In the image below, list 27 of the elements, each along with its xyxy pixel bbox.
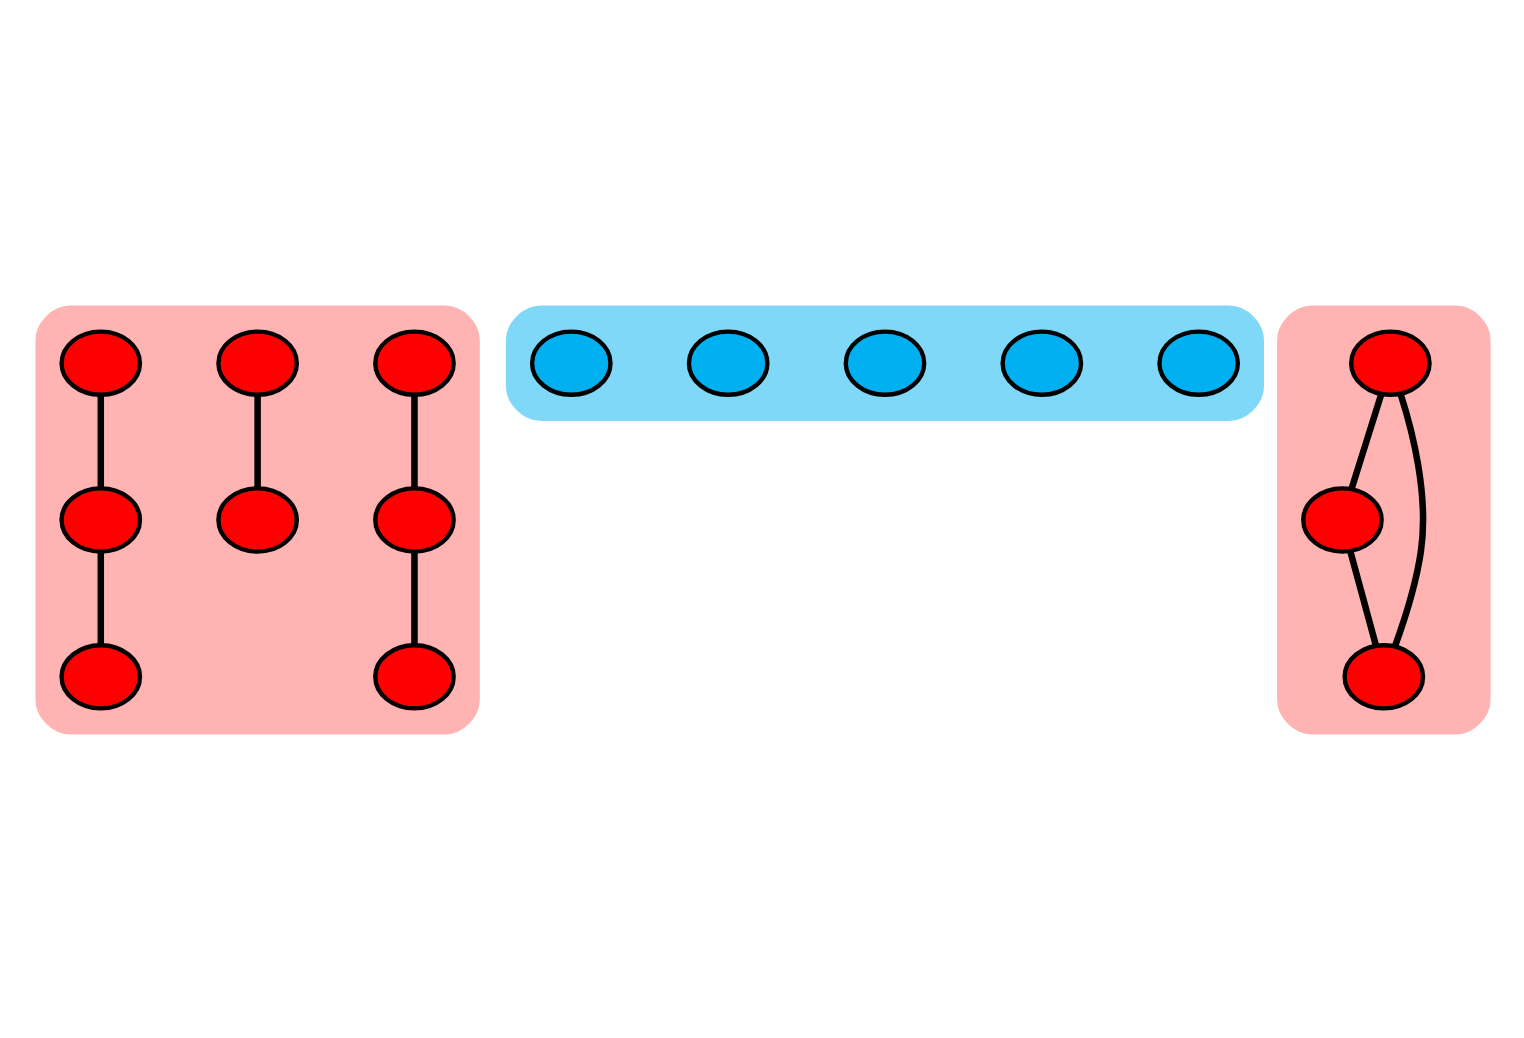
cluster [1276,304,1490,734]
node-circle [58,642,142,710]
cluster [34,304,479,734]
connector [1347,392,1384,489]
node-circle [372,485,455,553]
connector [1391,391,1426,646]
connector [96,394,104,487]
node-circle [1300,485,1383,553]
node-circle [1156,328,1240,396]
node-circle [372,328,455,396]
node-circle [999,328,1083,396]
node-circle [58,485,142,553]
connector [410,394,417,487]
node-circle [58,328,142,396]
cluster [504,304,1264,420]
connector [253,394,260,487]
node-circle [215,485,298,553]
node-circle [372,642,455,710]
connector [1346,549,1379,646]
node-circle [1348,328,1431,396]
node-circle [842,328,926,396]
connector [410,551,417,644]
node-circle [528,328,612,396]
node-circle [1341,642,1425,710]
connector [96,551,104,644]
node-circle [215,328,298,396]
node-circle [685,328,769,396]
